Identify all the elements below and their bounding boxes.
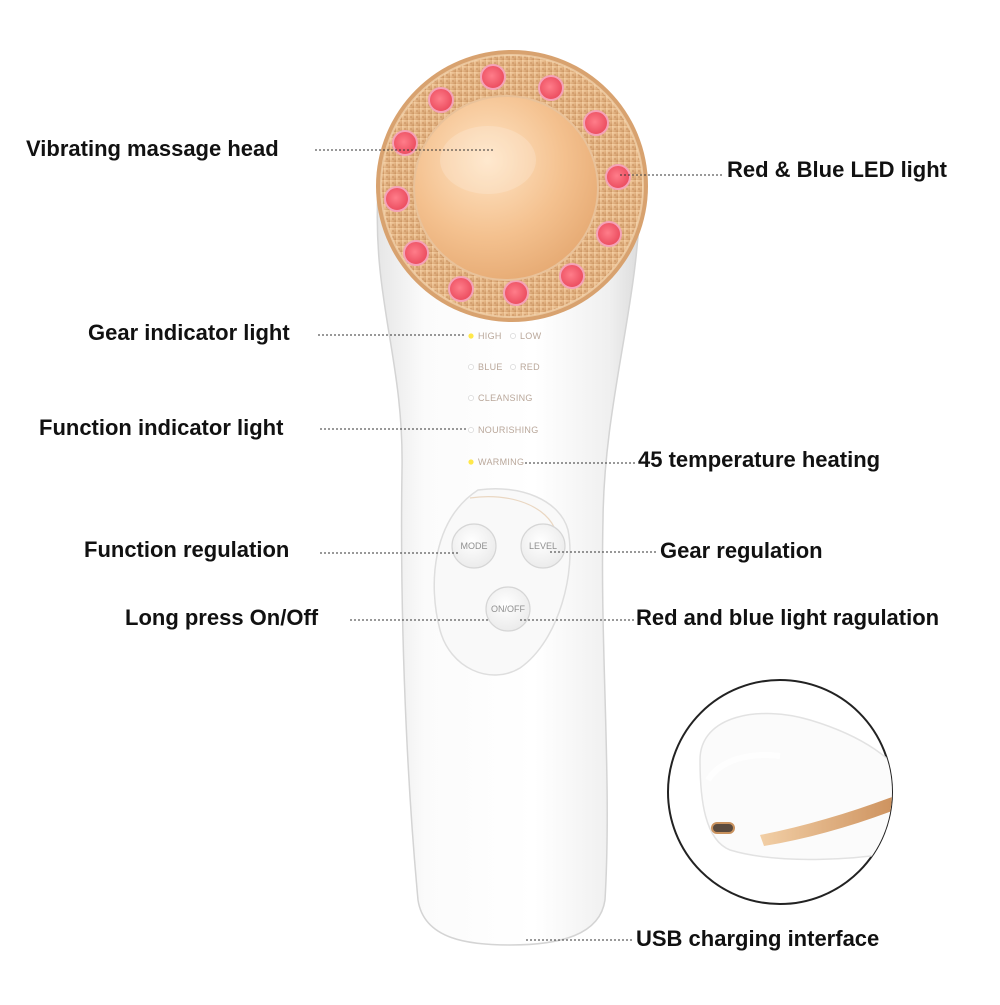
led-icon: [392, 130, 418, 156]
led-icon: [503, 280, 529, 306]
indicator-dot: [468, 364, 474, 370]
panel-low-label: LOW: [520, 331, 542, 341]
callout-function-regulation: Function regulation: [84, 537, 290, 562]
panel-nourishing-label: NOURISHING: [478, 425, 539, 435]
led-icon: [428, 87, 454, 113]
panel-cleansing-label: CLEANSING: [478, 393, 533, 403]
mode-button[interactable]: MODE: [451, 523, 497, 569]
led-icon: [538, 75, 564, 101]
led-icon: [596, 221, 622, 247]
callout-long-press: Long press On/Off: [125, 605, 319, 630]
callout-temp-heating: 45 temperature heating: [638, 447, 881, 472]
callout-vibrating-head: Vibrating massage head: [26, 136, 279, 161]
level-button-label: LEVEL: [529, 541, 557, 551]
indicator-dot: [468, 459, 474, 465]
callout-rb-regulation: Red and blue light ragulation: [636, 605, 940, 630]
usb-closeup-inset: [667, 679, 893, 905]
massage-head-plate: [413, 95, 599, 281]
onoff-button-label: ON/OFF: [491, 604, 525, 614]
callout-usb: USB charging interface: [636, 926, 880, 951]
led-icon: [583, 110, 609, 136]
led-icon: [448, 276, 474, 302]
indicator-dot: [510, 364, 516, 370]
led-icon: [384, 186, 410, 212]
indicator-dot: [468, 395, 474, 401]
onoff-button[interactable]: ON/OFF: [485, 586, 531, 632]
indicator-dot: [468, 427, 474, 433]
indicator-dot: [468, 333, 474, 339]
led-icon: [403, 240, 429, 266]
led-icon: [605, 164, 631, 190]
callout-gear-regulation: Gear regulation: [660, 538, 823, 563]
callout-led-light: Red & Blue LED light: [727, 157, 947, 182]
mode-button-label: MODE: [461, 541, 488, 551]
panel-red-label: RED: [520, 362, 540, 372]
callout-function-indicator: Function indicator light: [39, 415, 284, 440]
indicator-panel: HIGH LOW BLUE RED CLEANSING NOURISHING W…: [468, 331, 541, 467]
led-icon: [480, 64, 506, 90]
callout-gear-indicator: Gear indicator light: [88, 320, 290, 345]
usb-port-icon: [711, 822, 735, 834]
led-icon: [559, 263, 585, 289]
panel-high-label: HIGH: [478, 331, 502, 341]
leader-lines: [315, 149, 724, 941]
led-ring: [384, 64, 631, 306]
indicator-dot: [510, 333, 516, 339]
level-button[interactable]: LEVEL: [520, 523, 566, 569]
panel-blue-label: BLUE: [478, 362, 503, 372]
panel-warming-label: WARMING: [478, 457, 524, 467]
